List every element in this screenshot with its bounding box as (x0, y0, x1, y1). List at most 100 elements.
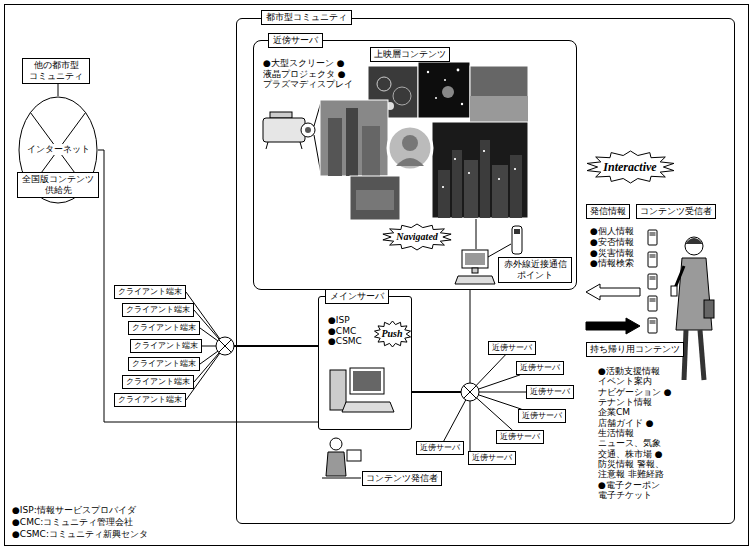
server-computer (330, 370, 346, 410)
server-tag: 近傍サーバ (496, 430, 544, 444)
sender-figure (326, 452, 346, 476)
box-label: 近傍サーバ (472, 453, 512, 463)
box-label: 赤外線近接通信 ポイント (502, 259, 568, 281)
screen-collage (346, 108, 358, 176)
burst-text: Navigated (396, 231, 438, 243)
box-label: 持ち帰り用コンテンツ (590, 344, 680, 355)
box-label: クライアント端末 (132, 323, 196, 333)
person-figure (684, 330, 686, 380)
starburst-outline (383, 224, 451, 250)
box-label: インターネット (26, 144, 91, 155)
screen-collage (438, 170, 450, 218)
frame-title: 近傍サーバ (268, 33, 323, 48)
main-server-frame: メインサーバ●ISP ●CMC ●CSMCPush (318, 296, 412, 430)
sender-figure (322, 438, 361, 478)
box-label: 全国版コンテンツ 供給先 (21, 174, 95, 196)
projector-icon (266, 142, 268, 149)
screen-collage (514, 168, 516, 170)
connector-line (412, 290, 470, 392)
screen-collage (483, 150, 485, 152)
content-tag: 上映層コンテンツ (370, 47, 450, 62)
bullet-list: ●大型スクリーン ●液晶プロジェクタ ●プラズマディスプレイ (263, 58, 367, 90)
sender-figure (330, 438, 342, 450)
person-figure (676, 258, 712, 330)
screen-collage (328, 118, 342, 176)
phone-icons (650, 320, 656, 324)
starburst-callout: Interactive (585, 150, 676, 184)
box-label: クライアント端末 (118, 287, 182, 297)
screen-collage (435, 97, 437, 99)
phone-icons (648, 252, 657, 267)
person-figure (704, 300, 714, 318)
flow-arrows (586, 318, 640, 334)
screen-collage (480, 140, 490, 218)
screen-collage (402, 135, 418, 151)
server-computer (350, 368, 384, 394)
box-label: 近傍サーバ (500, 432, 540, 442)
screen-collage (498, 178, 500, 180)
client-tag: クライアント端末 (122, 375, 194, 389)
client-tag: クライアント端末 (114, 393, 186, 407)
network-hub (216, 337, 234, 355)
connector-line (58, 84, 59, 96)
starburst-outline (374, 321, 410, 347)
box-label: クライアント端末 (126, 305, 190, 315)
terminal-computer (465, 253, 485, 265)
server-tag: 近傍サーバ (468, 451, 516, 465)
box-label: コンテンツ発信者 (366, 473, 438, 484)
network-hub (219, 340, 232, 353)
client-tag: クライアント端末 (128, 321, 200, 335)
person-figure (671, 286, 677, 296)
infrared-device (512, 226, 522, 254)
server-computer (353, 371, 381, 391)
projector-icon (263, 118, 305, 142)
terminal-computer (462, 250, 488, 268)
screen-collage (510, 155, 522, 218)
screen-collage (432, 122, 528, 218)
phone-icons (650, 232, 656, 236)
person-figure (685, 237, 703, 255)
server-tag: 近傍サーバ (518, 409, 566, 423)
point-box: 赤外線近接通信 ポイント (498, 257, 572, 283)
bullet-list: ●ISP ●CMC ●CSMC (328, 315, 372, 347)
infrared-device (512, 226, 522, 254)
network-hub (461, 383, 479, 401)
supplier-box: 全国版コンテンツ 供給先 (17, 172, 99, 198)
server-tag: 近傍サーバ (488, 341, 536, 355)
bullet-list: ●個人情報 ●安否情報 ●災害情報 ●情報検索 (590, 226, 640, 269)
connector-line (194, 310, 318, 346)
box-label: クライアント端末 (132, 359, 196, 369)
network-hub (461, 383, 479, 401)
connector-line (186, 292, 318, 346)
infrared-device (514, 229, 520, 234)
box-label: 近傍サーバ (492, 343, 532, 353)
screen-collage (470, 96, 528, 122)
abbreviation-note: ●CSMC:コミュニティ新興センタ (12, 529, 148, 540)
box-label: 近傍サーバ (522, 411, 562, 421)
box-label: 近傍サーバ (520, 363, 560, 373)
server-tag: 近傍サーバ (516, 361, 564, 375)
screen-collage (492, 165, 508, 218)
frame-title: 都市型コミュニティ (261, 10, 352, 25)
phone-icons (648, 230, 657, 245)
connector-line (186, 346, 318, 400)
network-hub (216, 337, 234, 355)
screen-collage (464, 160, 478, 218)
abbreviation-note: ●CMC:コミュニティ管理会社 (12, 517, 133, 528)
screen-collage (356, 190, 394, 210)
server-frame: 近傍サーバ●大型スクリーン ●液晶プロジェクタ ●プラズマディスプレイ上映層コン… (253, 40, 577, 290)
starburst-callout: Push (373, 320, 412, 348)
box-label: 近傍サーバ (530, 387, 570, 397)
person-figure (675, 266, 684, 288)
connector-line (98, 150, 318, 422)
box-label: クライアント端末 (134, 341, 198, 351)
box-label: 上映層コンテンツ (374, 49, 446, 60)
info-tag: 持ち帰り用コンテンツ (586, 342, 684, 357)
screen-collage (350, 176, 400, 220)
client-tag: クライアント端末 (114, 285, 186, 299)
terminal-computer (476, 219, 477, 249)
screen-collage (461, 103, 463, 105)
person-figure (671, 237, 714, 380)
projector-icon (263, 102, 321, 174)
